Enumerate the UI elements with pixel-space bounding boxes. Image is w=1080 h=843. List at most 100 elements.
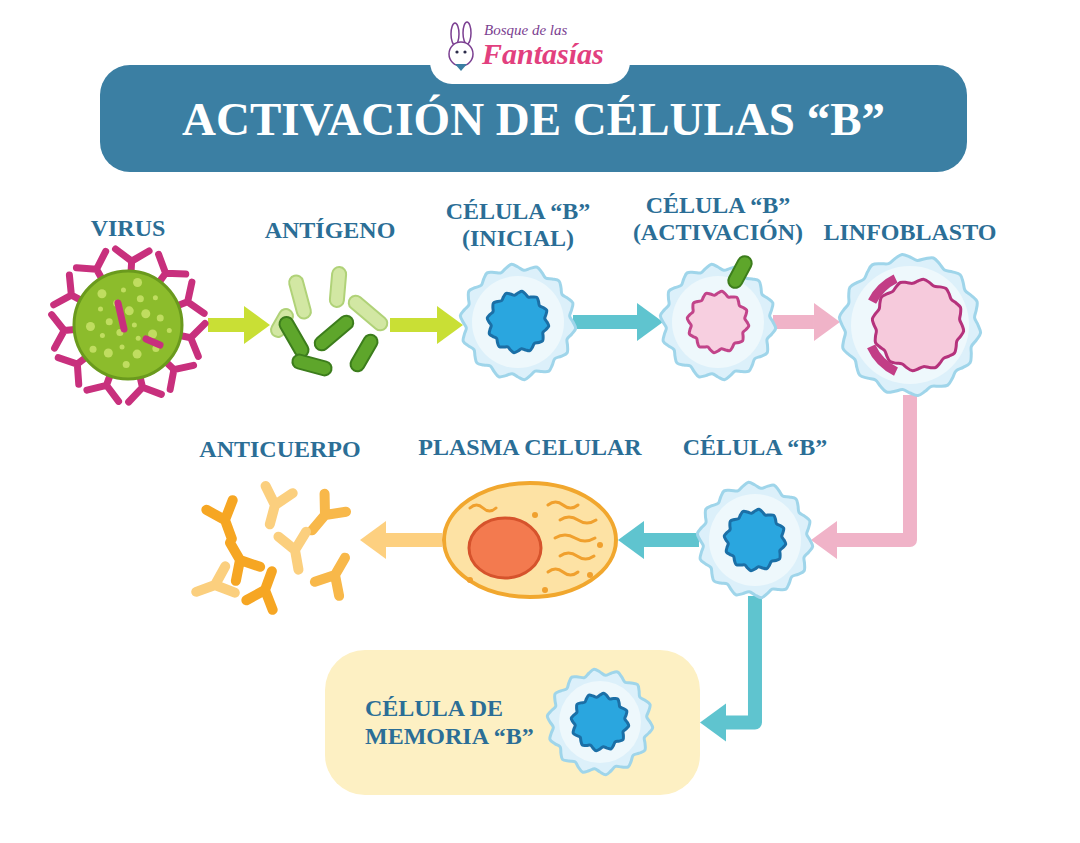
plasma-membrane	[444, 483, 616, 597]
antigen-figure-box: ANTÍGENO	[261, 217, 400, 385]
antibody-box: ANTICUERPO	[195, 436, 364, 600]
antigen-body	[312, 313, 356, 353]
node-label: VIRUS	[91, 215, 166, 243]
arrow-connector	[386, 533, 442, 547]
logo-subtext: Bosque de las	[484, 22, 567, 39]
antigen-rod	[277, 314, 311, 359]
virus-texture	[153, 295, 158, 300]
cell-cytoplasm	[559, 681, 641, 763]
virus-texture	[98, 307, 103, 312]
virus-capsid	[74, 271, 182, 379]
virus-texture	[167, 328, 172, 333]
antibody-shape	[246, 566, 285, 609]
antigen-rod	[312, 313, 356, 353]
figure-area	[840, 255, 980, 395]
lymphoblast-box: LINFOBLASTO	[820, 219, 1001, 395]
virus-texture	[137, 295, 144, 302]
antigen-rod	[726, 254, 754, 291]
bunny-eye	[463, 50, 466, 53]
bunny-eye	[455, 50, 458, 53]
arrow-connector	[837, 395, 910, 540]
figure-area	[463, 267, 573, 377]
cell-nucleus	[571, 693, 629, 751]
antibody-shape	[278, 532, 312, 572]
memory-cell-box: CÉLULA DE MEMORIA “B”	[325, 650, 700, 795]
arrow-connector	[390, 318, 437, 332]
virus-texture	[97, 289, 106, 298]
arrow-connector	[208, 318, 244, 332]
antibody-outline	[191, 566, 234, 605]
virus-texture	[157, 314, 164, 321]
endoplasmic-reticulum	[548, 502, 578, 508]
virus-texture	[120, 345, 125, 350]
antibody-shape	[206, 500, 245, 543]
antigen-rod	[291, 353, 333, 377]
endoplasmic-reticulum	[470, 505, 496, 511]
cell-nucleus	[487, 291, 548, 352]
antibody-shape	[256, 486, 292, 528]
lymphocyte-cell	[460, 264, 575, 379]
virus-texture	[125, 306, 134, 315]
logo-text: Fantasías	[482, 37, 604, 70]
antibody-shape	[191, 566, 234, 605]
cell-nucleus	[687, 291, 748, 352]
cell-nucleus	[872, 279, 963, 370]
b-cell-box: CÉLULA “B” (INICIAL)	[424, 198, 612, 377]
virus-texture	[133, 278, 142, 287]
figure-area	[699, 484, 811, 596]
cell-cytoplasm	[709, 494, 801, 586]
virus-texture	[136, 336, 141, 341]
node-label: CÉLULA “B” (INICIAL)	[428, 198, 608, 253]
cell-membrane	[839, 254, 980, 395]
figure-area	[663, 267, 773, 377]
vesicle	[467, 577, 473, 583]
arrow-connector	[573, 315, 637, 329]
antibody-outline	[315, 551, 357, 596]
antigen-body	[348, 332, 380, 374]
figure-area	[200, 490, 360, 600]
nuclear-crescent	[867, 345, 898, 376]
virus-spike	[146, 339, 160, 345]
virus-spike	[118, 303, 124, 329]
antigen-body	[291, 353, 333, 377]
plasma-nucleus	[469, 518, 541, 578]
lymphocyte-cell	[839, 254, 980, 395]
vesicle	[587, 572, 593, 578]
bunny-ear	[463, 22, 471, 44]
virus-texture	[90, 346, 97, 353]
cell-cytoplasm	[472, 276, 564, 368]
virus-figure-box: VIRUS	[48, 215, 208, 405]
cell-membrane	[460, 264, 575, 379]
activated-b-cell-box: CÉLULA “B” (ACTIVACIÓN)	[619, 192, 817, 377]
endoplasmic-reticulum	[560, 553, 594, 559]
plasma-cell-box: PLASMA CELULAR	[414, 434, 645, 598]
arrow-connector	[726, 596, 755, 723]
cell-membrane	[547, 669, 652, 774]
memory-panel	[325, 650, 700, 795]
bunny-head	[449, 42, 473, 66]
lymphocyte-cell	[547, 669, 652, 774]
endoplasmic-reticulum	[560, 517, 596, 523]
figure-area	[442, 482, 618, 598]
virus-texture	[141, 309, 150, 318]
virus-texture	[133, 350, 142, 359]
node-label: LINFOBLASTO	[824, 219, 997, 247]
virus-texture	[86, 322, 95, 331]
vesicle	[597, 542, 603, 548]
cell-cytoplasm	[851, 266, 969, 384]
vesicle	[532, 512, 538, 518]
lymphocyte-cell	[697, 482, 812, 597]
virus-texture	[123, 361, 130, 368]
plasma-cell-figure	[444, 483, 616, 597]
antigen-rod	[329, 266, 346, 307]
cell-cytoplasm	[672, 276, 764, 368]
node-label: PLASMA CELULAR	[418, 434, 641, 462]
logo-tab	[430, 18, 630, 84]
node-label: ANTÍGENO	[265, 217, 396, 245]
arrow-connector	[644, 533, 699, 547]
antigen-body	[277, 314, 311, 359]
node-label: CÉLULA DE MEMORIA “B”	[365, 695, 540, 750]
cell-nucleus	[724, 509, 785, 570]
bunny-scarf	[455, 64, 467, 71]
